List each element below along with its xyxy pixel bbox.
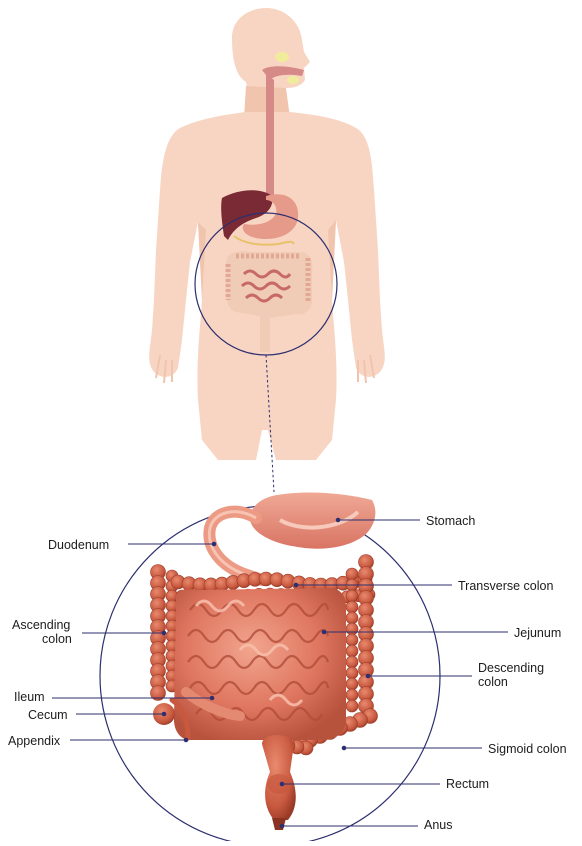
colon-haustra bbox=[346, 634, 358, 646]
small-intestine bbox=[174, 588, 346, 740]
label-stomach: Stomach bbox=[426, 514, 475, 528]
colon-haustra bbox=[346, 667, 358, 679]
label-anus: Anus bbox=[424, 818, 453, 832]
salivary-gland-upper bbox=[275, 52, 289, 62]
label-ascending-colon-line1: Ascending bbox=[12, 618, 72, 632]
label-transverse-colon: Transverse colon bbox=[458, 579, 553, 593]
colon-haustra bbox=[346, 590, 358, 602]
label-jejunum: Jejunum bbox=[514, 626, 561, 640]
colon-haustra bbox=[346, 645, 358, 657]
label-descending-colon: Descending colon bbox=[478, 661, 544, 689]
salivary-gland-lower bbox=[287, 76, 299, 84]
label-appendix: Appendix bbox=[8, 734, 60, 748]
label-descending-colon-line1: Descending bbox=[478, 661, 544, 675]
colon-haustra bbox=[346, 601, 358, 613]
label-cecum: Cecum bbox=[28, 708, 68, 722]
label-rectum: Rectum bbox=[446, 777, 489, 791]
colon-haustra bbox=[346, 689, 358, 701]
anus bbox=[272, 818, 286, 830]
label-descending-colon-line2: colon bbox=[478, 675, 544, 689]
label-ileum: Ileum bbox=[14, 690, 45, 704]
colon-haustra bbox=[346, 623, 358, 635]
label-ascending-colon-line2: colon bbox=[12, 632, 72, 646]
colon-haustra bbox=[346, 700, 358, 712]
colon-haustra bbox=[346, 612, 358, 624]
colon-haustra bbox=[346, 678, 358, 690]
stomach bbox=[250, 493, 375, 549]
esophagus bbox=[266, 74, 274, 200]
colon-haustra bbox=[346, 656, 358, 668]
rectum bbox=[262, 735, 296, 830]
label-sigmoid-colon: Sigmoid colon bbox=[488, 742, 567, 756]
label-duodenum: Duodenum bbox=[48, 538, 109, 552]
label-ascending-colon: Ascending colon bbox=[12, 618, 72, 646]
colon-haustra bbox=[346, 568, 358, 580]
